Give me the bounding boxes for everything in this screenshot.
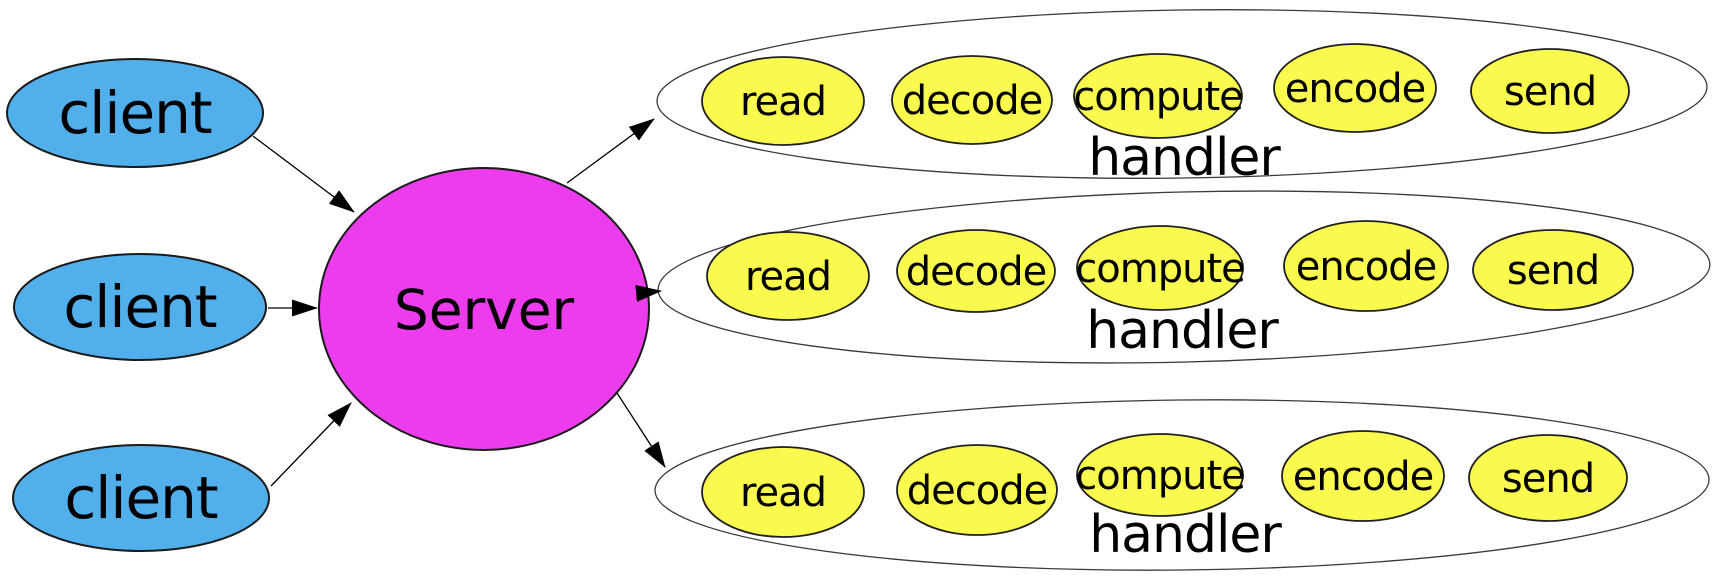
stage-label-compute-1: compute: [1073, 74, 1242, 120]
stage-node-encode-1: [1273, 43, 1437, 133]
stage-node-read-2: [706, 231, 870, 321]
client-group-1: client: [6, 58, 264, 168]
arrow-server-handler2: [635, 284, 662, 302]
stage-label-decode-2: decode: [906, 249, 1046, 295]
stage-label-send-1: send: [1504, 69, 1596, 115]
stage-label-read-3: read: [740, 470, 826, 516]
stage-node-send-2: [1472, 229, 1634, 311]
handler-label-3: handler: [1089, 505, 1282, 565]
stage-node-encode-2: [1283, 220, 1449, 312]
client-node-1: [6, 58, 264, 168]
stage-label-read-2: read: [745, 254, 831, 300]
arrow-server-handler3: [616, 392, 666, 468]
stage-node-encode-3: [1281, 430, 1445, 522]
stage-node-compute-3: [1076, 433, 1244, 517]
stage-label-compute-2: compute: [1075, 246, 1244, 292]
server-label: Server: [394, 278, 575, 342]
client-node-3: [12, 444, 270, 552]
stage-node-decode-2: [896, 229, 1056, 313]
client-group-2: client: [13, 253, 267, 361]
arrow-client1-server: [252, 135, 355, 213]
stage-node-send-1: [1470, 48, 1630, 134]
stage-node-decode-3: [896, 444, 1058, 536]
client-label-3: client: [64, 464, 218, 532]
stage-label-compute-3: compute: [1075, 453, 1244, 499]
client-node-2: [13, 253, 267, 361]
stage-node-compute-1: [1073, 53, 1243, 139]
stage-label-encode-2: encode: [1296, 244, 1436, 290]
stage-node-send-3: [1468, 434, 1628, 522]
stage-label-decode-1: decode: [902, 78, 1042, 124]
edges: [252, 118, 666, 487]
server-node: [318, 167, 650, 451]
arrow-server-handler1: [566, 118, 655, 184]
stage-label-encode-3: encode: [1293, 454, 1433, 500]
stage-node-read-1: [701, 56, 865, 146]
handler-group-3: handler read decode compute encode send: [654, 399, 1710, 571]
client-label-2: client: [63, 273, 217, 341]
stage-label-encode-1: encode: [1285, 66, 1425, 112]
stage-label-read-1: read: [740, 79, 826, 125]
handler-group-1: handler read decode compute encode send: [656, 9, 1708, 188]
client-group-3: client: [12, 444, 270, 552]
arrow-client3-server: [270, 402, 352, 487]
client-label-1: client: [58, 79, 212, 147]
handler-group-2: handler read decode compute encode send: [657, 190, 1711, 364]
stage-node-compute-2: [1076, 225, 1244, 311]
stage-label-send-3: send: [1502, 456, 1594, 502]
stage-node-read-3: [701, 446, 865, 538]
handler-label-2: handler: [1086, 301, 1279, 361]
stage-label-decode-3: decode: [907, 468, 1047, 514]
stage-node-decode-1: [891, 55, 1053, 145]
stage-label-send-2: send: [1507, 248, 1599, 294]
server-group: Server: [318, 167, 650, 451]
handler-label-1: handler: [1088, 128, 1281, 188]
